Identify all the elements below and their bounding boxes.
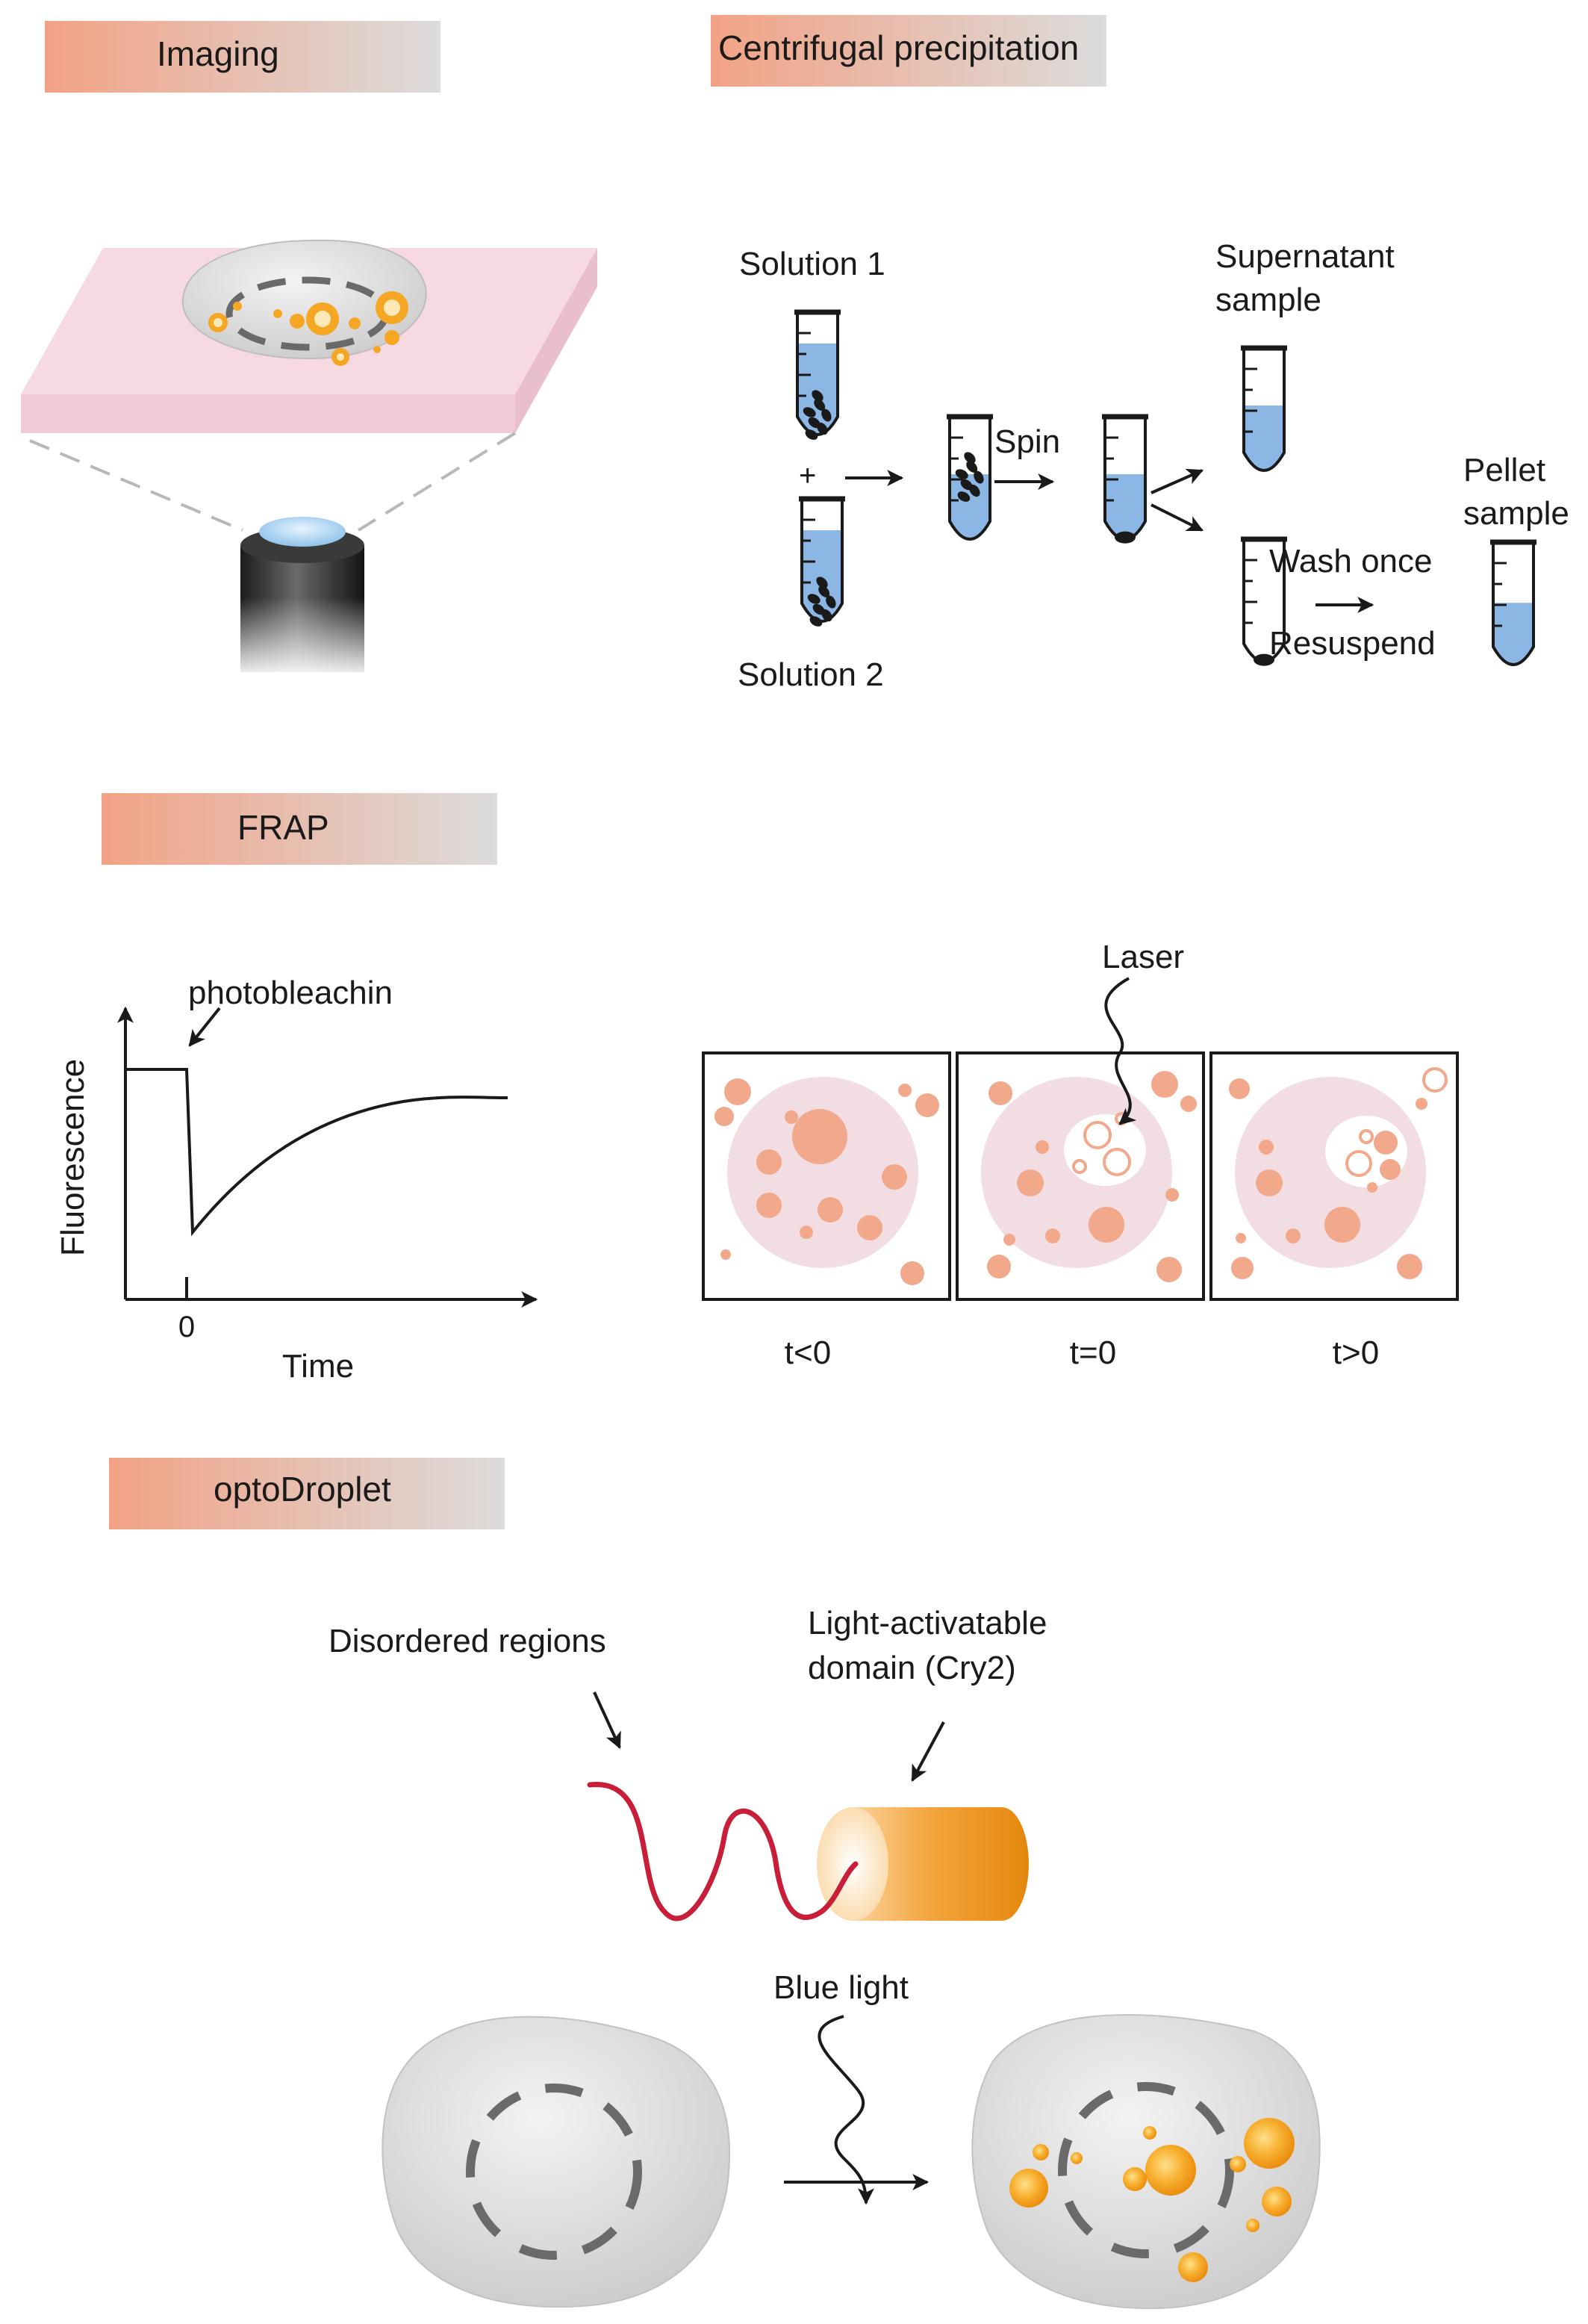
- resuspend-label: Resuspend: [1269, 625, 1436, 662]
- objective-fade: [240, 597, 364, 675]
- optodroplet-cells: Blue light: [382, 1969, 1321, 2309]
- frap-recovery-curve: [125, 1068, 508, 1237]
- supernatant-label-line2: sample: [1215, 282, 1321, 318]
- blue-light-wavy-arrow: [818, 2015, 874, 2205]
- header-centrifugal: Centrifugal precipitation: [711, 15, 1106, 87]
- solution2-label: Solution 2: [738, 656, 884, 693]
- spin-label: Spin: [994, 423, 1060, 460]
- optodroplet-construct: Disordered regions Light-activatable dom…: [329, 1605, 1047, 1921]
- frap-panels: Laser t<0 t=0 t>0: [702, 939, 1459, 1371]
- header-optodroplet-label: optoDroplet: [214, 1470, 391, 1509]
- tube-resuspended: [1490, 539, 1536, 666]
- pellet-label-line1: Pellet: [1463, 452, 1545, 488]
- slide-front: [21, 394, 515, 433]
- header-frap-label: FRAP: [237, 808, 329, 847]
- header-centrifugal-label: Centrifugal precipitation: [718, 28, 1079, 67]
- laser-label: Laser: [1102, 939, 1184, 975]
- frap-panel-t-before: [702, 1051, 951, 1301]
- panel-label-after: t>0: [1333, 1335, 1379, 1371]
- header-imaging-label: Imaging: [157, 34, 279, 73]
- blue-light-label: Blue light: [773, 1969, 909, 2006]
- nucleus-before: [466, 2084, 642, 2260]
- imaging-droplets: [208, 291, 408, 366]
- arrow-to-supernatant: [1150, 468, 1204, 494]
- header-optodroplet: optoDroplet: [109, 1458, 505, 1529]
- tube-spun: [1102, 414, 1148, 544]
- header-frap: FRAP: [102, 793, 497, 865]
- frap-panel-t-after: [1209, 1051, 1459, 1301]
- solution1-label: Solution 1: [739, 246, 885, 282]
- panel-label-before: t<0: [785, 1335, 831, 1371]
- tube-mixed: [947, 414, 993, 541]
- frap-x-label: Time: [282, 1348, 354, 1385]
- laser-wavy-arrow: [1104, 977, 1137, 1125]
- frap-panel-t-zero: [956, 1051, 1205, 1301]
- cell-before: [382, 2016, 731, 2308]
- arrow-to-pellet: [1150, 503, 1204, 532]
- header-imaging: Imaging: [45, 21, 440, 93]
- frap-y-label: Fluorescence: [55, 1059, 91, 1256]
- cry2-arrow: [911, 1721, 945, 1782]
- tube-supernatant: [1241, 345, 1287, 472]
- panel-label-zero: t=0: [1070, 1335, 1116, 1371]
- imaging-illustration: [21, 239, 597, 675]
- imaging-cell: [181, 239, 427, 360]
- light-cone-left: [29, 439, 243, 532]
- wash-label: Wash once: [1269, 543, 1432, 580]
- pellet-label-line2: sample: [1463, 495, 1569, 532]
- frap-annotation: photobleachin: [188, 975, 393, 1011]
- activated-droplets: [1009, 2118, 1295, 2282]
- photobleach-arrow: [188, 1007, 221, 1047]
- tube-solution1: [794, 309, 841, 440]
- slide-right: [515, 248, 597, 433]
- plus-sign: +: [799, 459, 816, 492]
- disordered-tail: [587, 1782, 859, 1921]
- tube-group: [794, 309, 1536, 666]
- centrifugal-illustration: Solution 1 Solution 2 + Spin Supernatant…: [738, 238, 1569, 693]
- disordered-label: Disordered regions: [329, 1623, 606, 1659]
- tube-washed: [1241, 536, 1287, 666]
- frap-x-tick-label: 0: [178, 1311, 195, 1343]
- cry2-label-line1: Light-activatable: [808, 1605, 1047, 1641]
- objective-lens: [259, 517, 346, 547]
- nucleus-after: [1058, 2082, 1234, 2258]
- cry2-label-line2: domain (Cry2): [808, 1650, 1016, 1686]
- disordered-arrow: [593, 1691, 621, 1749]
- cell-after: [971, 2014, 1321, 2309]
- supernatant-label-line1: Supernatant: [1215, 238, 1395, 275]
- frap-curve-plot: photobleachin Fluorescence Time 0: [55, 975, 538, 1385]
- light-cone-right: [357, 432, 517, 532]
- cry2-cylinder-body: [853, 1807, 1029, 1921]
- tube-solution2: [799, 496, 845, 627]
